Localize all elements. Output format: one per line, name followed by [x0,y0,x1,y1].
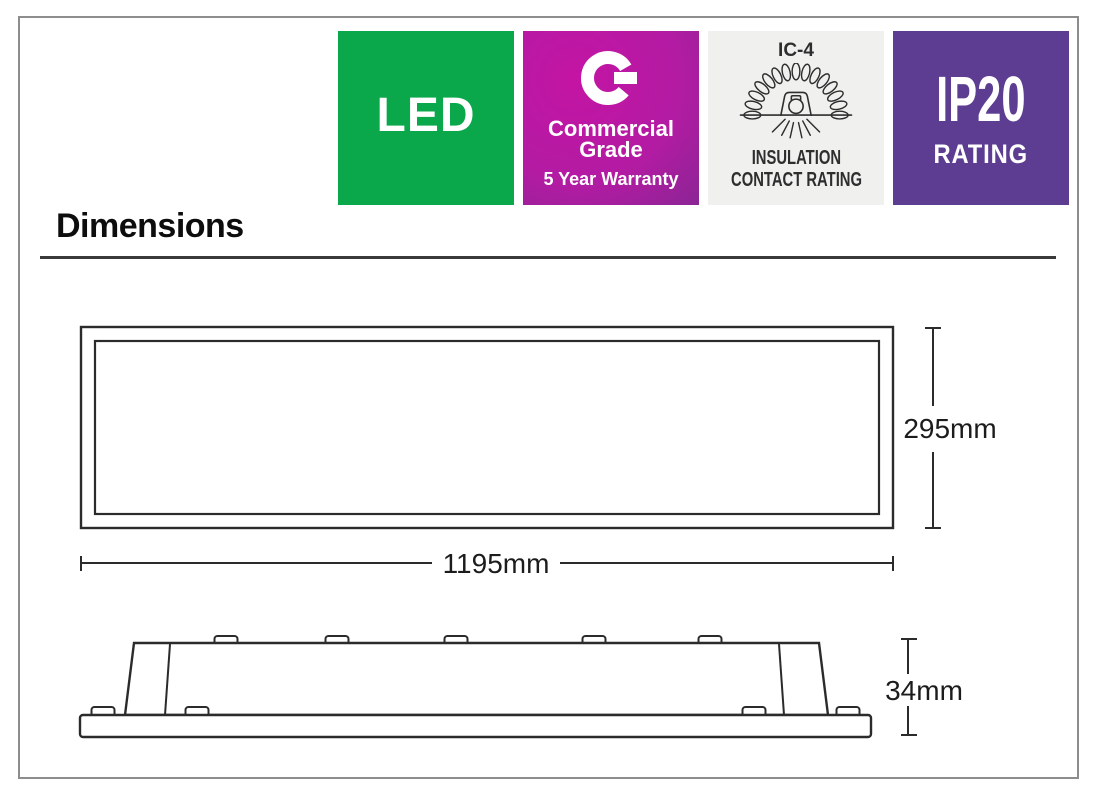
ip20-rating-badge: IP20 RATING [893,31,1069,205]
led-badge: LED [338,31,514,205]
front-height-label: 295mm [903,413,996,444]
commercial-badge-warranty: 5 Year Warranty [543,169,679,189]
certification-badges-row: LED Commercial Grade 5 Year Warranty IC-… [338,31,1069,205]
ic4-badge-line1: INSULATION [751,147,841,169]
ic4-insulation-badge: IC-4 [708,31,884,205]
ic4-badge-line2: CONTACT RATING [730,169,862,191]
led-badge-label: LED [376,88,476,142]
front-width-dimension [80,556,894,571]
g-logo-icon [581,51,637,105]
dimensions-heading: Dimensions [56,207,244,245]
ic4-rating-label: IC-4 [778,40,814,61]
insulation-contact-downlight-icon [739,63,853,139]
front-width-label: 1195mm [443,548,550,579]
commercial-badge-line2: Grade [579,137,643,162]
panel-side-view [78,635,873,739]
heading-divider-rule [40,256,1056,259]
side-height-label: 34mm [885,675,963,706]
ip20-rating-label: RATING [933,139,1029,169]
front-height-dimension [925,327,941,529]
ip20-code-label: IP20 [936,63,1026,135]
panel-front-view [79,325,895,530]
commercial-grade-badge: Commercial Grade 5 Year Warranty [523,31,699,205]
side-height-dimension [901,638,917,736]
commercial-badge-line1: Commercial [548,116,674,141]
